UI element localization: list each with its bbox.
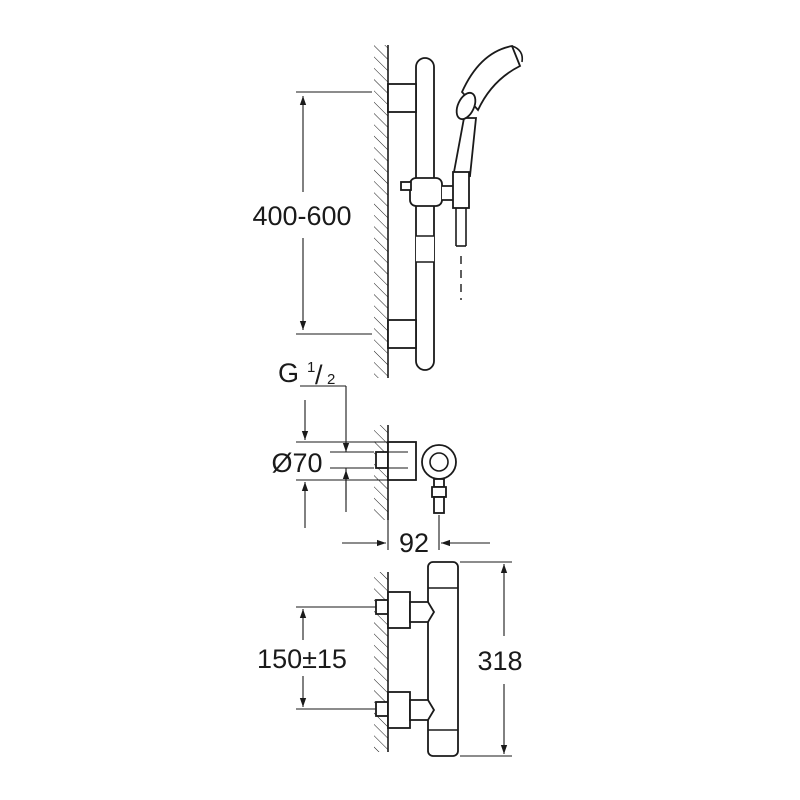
mixer-height-dimension: 318 — [460, 561, 523, 757]
rail-slider — [400, 177, 457, 207]
mixer-height-label: 318 — [477, 646, 522, 676]
rail-height-label: 400-600 — [252, 201, 351, 231]
projection-dimension: 92 — [342, 515, 490, 558]
wall-section-middle — [374, 425, 389, 520]
inlet-spacing-dimension: 150±15 — [257, 606, 376, 710]
thread-slash: / — [315, 360, 323, 390]
thread-denominator: 2 — [327, 371, 335, 388]
shower-rail — [387, 57, 435, 371]
hand-shower — [452, 44, 524, 209]
thread-dimension: G 1 / 2 — [278, 358, 374, 512]
wall-outlet — [375, 441, 457, 514]
wall-section-top — [374, 45, 389, 378]
rail-view: 400-600 — [252, 44, 524, 378]
rail-height-dimension: 400-600 — [252, 91, 372, 335]
inlet-spacing-label: 150±15 — [257, 644, 347, 674]
shower-hose — [455, 208, 467, 300]
thread-numerator: 1 — [307, 359, 315, 376]
thermostat-body — [375, 561, 459, 757]
outlet-diameter-label: Ø70 — [271, 448, 322, 478]
projection-label: 92 — [399, 528, 429, 558]
wall-section-bottom — [374, 572, 389, 752]
thread-prefix: G — [278, 358, 299, 388]
outlet-view: G 1 / 2 Ø70 92 — [271, 358, 490, 558]
outlet-diameter-dimension: Ø70 — [271, 400, 388, 528]
mixer-view: 150±15 318 — [257, 561, 523, 757]
